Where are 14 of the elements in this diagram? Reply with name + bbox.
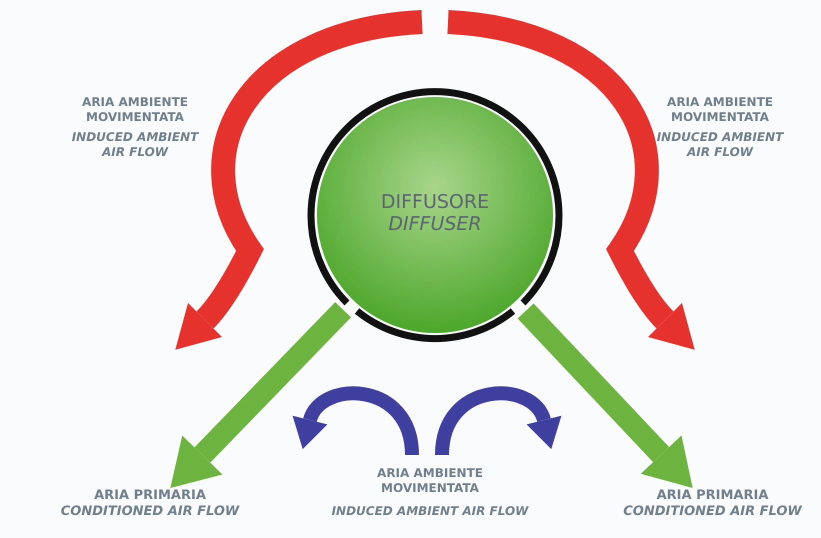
translation-text: DIFFUSER [388, 213, 482, 235]
flow-arrow [170, 302, 352, 488]
node-label: ARIA PRIMARIA [656, 488, 768, 504]
translation-text: CONDITIONED AIR FLOW [60, 504, 240, 520]
node-label: DIFFUSORE [380, 191, 490, 213]
flow-arrow [518, 303, 693, 488]
flow-label: ARIA AMBIENTE MOVIMENTATA [81, 95, 189, 125]
flow-label: ARIA AMBIENTE MOVIMENTATA [376, 466, 484, 496]
translation-text: INDUCED AMBIENT AIR FLOW [656, 130, 785, 160]
translation-text: INDUCED AMBIENT AIR FLOW [330, 504, 530, 519]
flow-label: ARIA AMBIENTE MOVIMENTATA [666, 95, 774, 125]
node-label: ARIA PRIMARIA [94, 488, 206, 504]
translation-text: CONDITIONED AIR FLOW [623, 504, 802, 520]
translation-text: INDUCED AMBIENT AIR FLOW [70, 130, 200, 160]
